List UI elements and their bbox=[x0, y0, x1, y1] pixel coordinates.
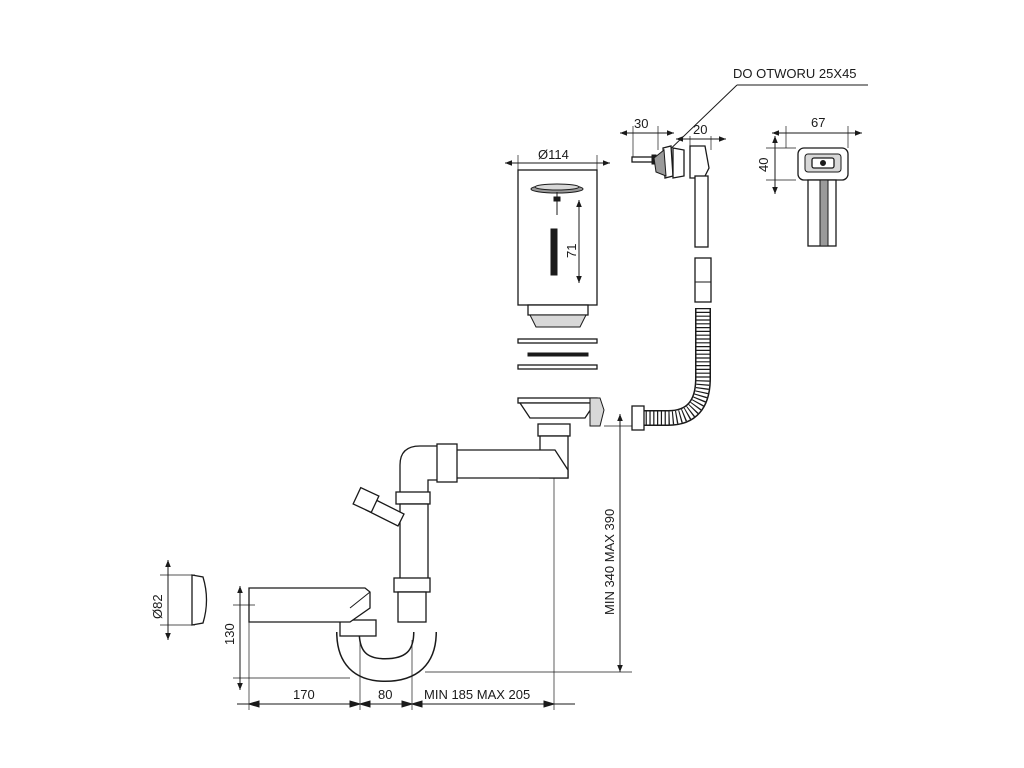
dim-80-label: 80 bbox=[378, 687, 392, 702]
dim-67-label: 67 bbox=[811, 115, 825, 130]
dim-170-label: 170 bbox=[293, 687, 315, 702]
dim-min-max-height-label: MIN 340 MAX 390 bbox=[602, 509, 617, 615]
corrugated-overflow-hose-icon bbox=[631, 308, 711, 431]
dim-min-max-width-label: MIN 185 MAX 205 bbox=[424, 687, 530, 702]
overflow-cover-icon bbox=[653, 145, 685, 179]
dim-71-label: 71 bbox=[564, 244, 579, 258]
dim-130-label: 130 bbox=[222, 623, 237, 645]
bottom-dimensions: 130 170 80 MIN 185 MAX 205 MIN 340 MAX 3… bbox=[222, 414, 632, 710]
sink-strainer-basket-icon: Ø114 71 bbox=[505, 147, 610, 328]
overflow-screw-icon bbox=[631, 154, 657, 165]
siphon-trap-icon bbox=[248, 443, 569, 683]
dim-114-label: Ø114 bbox=[538, 147, 569, 162]
dim-40-label: 40 bbox=[756, 158, 771, 172]
dim-20-label: 20 bbox=[693, 122, 707, 137]
overflow-hole-callout: DO OTWORU 25X45 bbox=[658, 66, 868, 161]
dim-30-label: 30 bbox=[634, 116, 648, 131]
drain-gasket-icon bbox=[517, 338, 598, 370]
overflow-hole-label: DO OTWORU 25X45 bbox=[733, 66, 857, 81]
dim-82-label: Ø82 bbox=[150, 594, 165, 619]
overflow-connector-icon bbox=[689, 145, 712, 303]
overflow-front-view-icon: 67 40 bbox=[756, 115, 862, 247]
overflow-parts: 30 20 bbox=[620, 116, 726, 303]
wall-escutcheon-icon: Ø82 bbox=[150, 560, 208, 640]
